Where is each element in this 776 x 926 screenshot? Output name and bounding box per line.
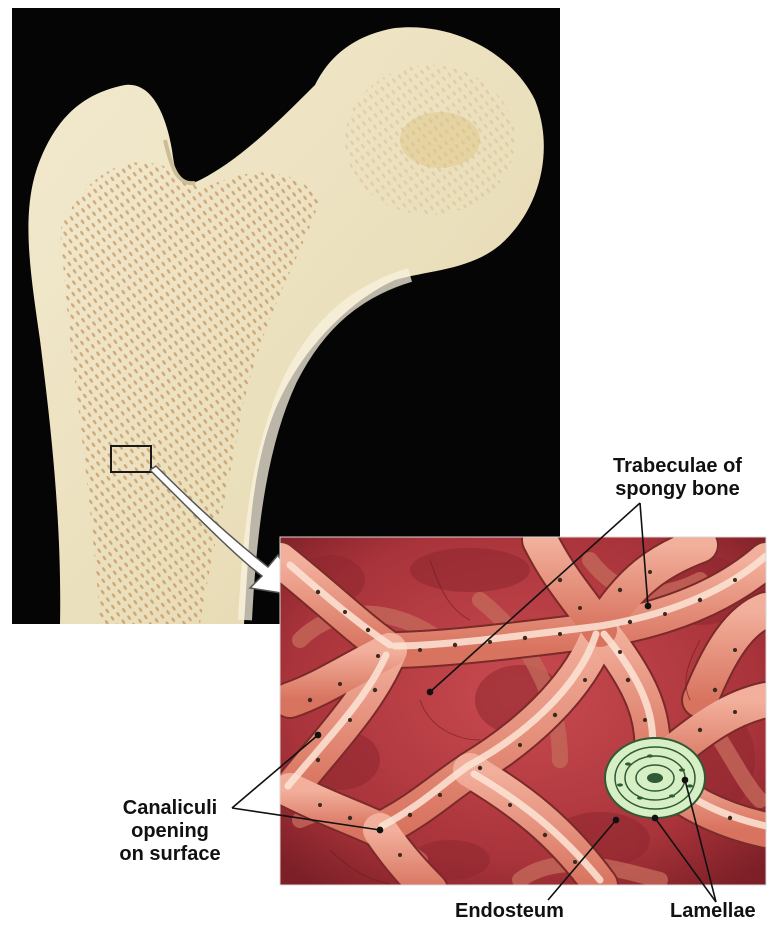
label-canaliculi-line2: opening (100, 820, 240, 843)
label-canaliculi-line3: on surface (100, 843, 240, 866)
spongy-bone-illustration (280, 537, 766, 890)
label-trabeculae: Trabeculae of spongy bone (585, 455, 770, 501)
label-endosteum: Endosteum (455, 900, 564, 923)
label-trabeculae-line2: spongy bone (585, 478, 770, 501)
label-lamellae: Lamellae (670, 900, 756, 923)
cut-trabecula-cross-section (605, 738, 705, 818)
label-lamellae-text: Lamellae (670, 900, 756, 922)
label-trabeculae-line1: Trabeculae of (585, 455, 770, 478)
label-canaliculi-line1: Canaliculi (100, 797, 240, 820)
label-canaliculi: Canaliculi opening on surface (100, 797, 240, 866)
label-endosteum-text: Endosteum (455, 900, 564, 922)
femur-photo (12, 8, 560, 624)
